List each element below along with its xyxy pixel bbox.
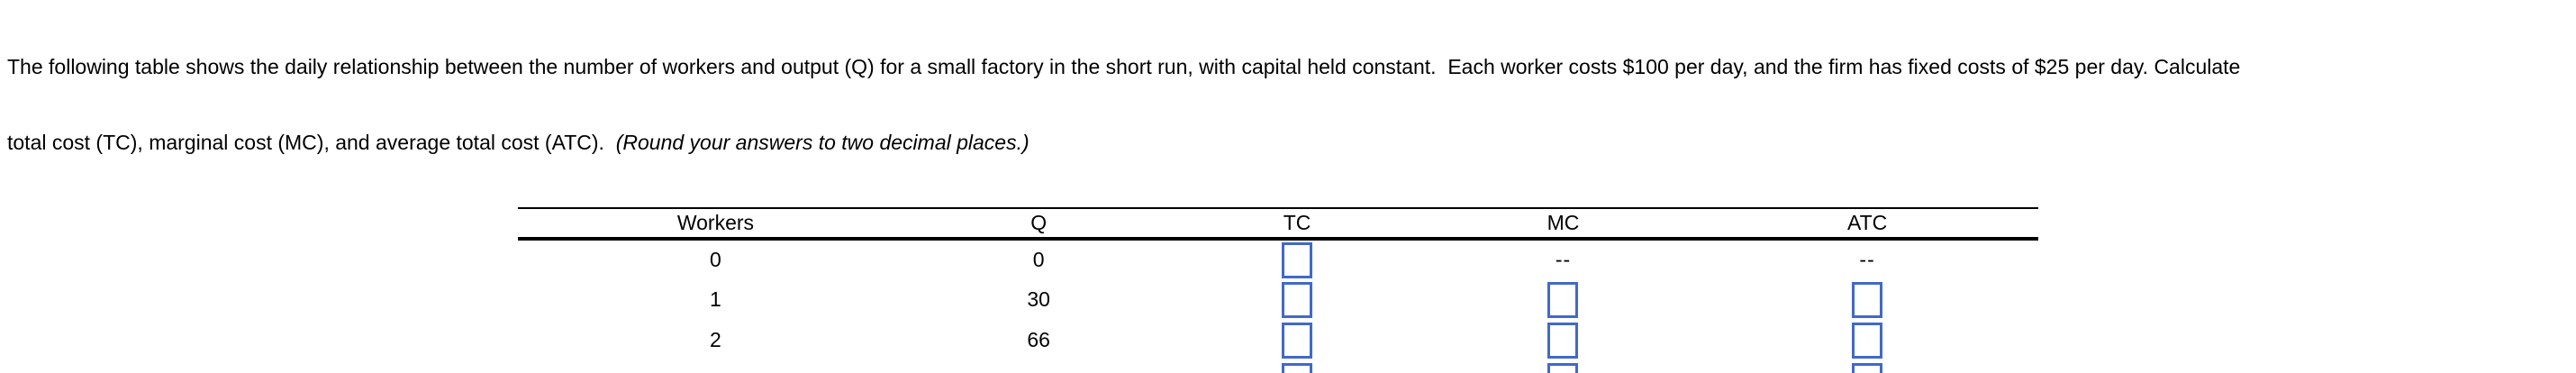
atc-dash-cell: -- (1859, 248, 1875, 271)
mc-input-row2[interactable] (1547, 322, 1579, 359)
q-cell: 30 (1027, 287, 1050, 311)
atc-input-row1[interactable] (1852, 281, 1883, 318)
problem-text-line2-normal: total cost (TC), marginal cost (MC), and… (7, 131, 616, 154)
mc-input-row1[interactable] (1547, 281, 1579, 318)
cost-table-header: Workers Q TC MC ATC (518, 207, 2038, 241)
cost-table: Workers Q TC MC ATC 0 0 -- -- 1 30 2 66 (518, 207, 2038, 373)
cost-table-body: 0 0 -- -- 1 30 2 66 3 106 4 (518, 239, 2038, 373)
workers-cell: 3 (518, 360, 913, 373)
atc-input-row3[interactable] (1852, 362, 1883, 373)
problem-text-line2: total cost (TC), marginal cost (MC), and… (7, 130, 2569, 155)
q-cell: 66 (1027, 328, 1050, 351)
mc-cell (1430, 279, 1696, 320)
header-row: Workers Q TC MC ATC (518, 207, 2038, 241)
rounding-note: (Round your answers to two decimal place… (615, 131, 1029, 154)
atc-cell (1696, 360, 2038, 373)
tc-input-row1[interactable] (1282, 281, 1313, 318)
table-row-3: 3 106 (518, 360, 2038, 373)
col-header-tc: TC (1164, 207, 1430, 241)
tc-input-row2[interactable] (1282, 322, 1313, 359)
col-header-atc: ATC (1696, 207, 2038, 241)
mc-cell (1430, 360, 1696, 373)
col-header-workers: Workers (518, 207, 913, 241)
tc-cell (1164, 239, 1429, 279)
tc-input-row0[interactable] (1282, 241, 1313, 278)
tc-cell (1164, 279, 1429, 320)
table-row-2: 2 66 (518, 320, 2038, 360)
atc-cell (1696, 279, 2038, 320)
table-row-0: 0 0 -- -- (518, 239, 2038, 279)
q-cell: 0 (1032, 248, 1045, 271)
workers-cell: 1 (710, 287, 721, 311)
problem-text-line1: The following table shows the daily rela… (7, 55, 2241, 78)
tc-input-row3[interactable] (1282, 362, 1313, 373)
atc-input-row2[interactable] (1852, 322, 1883, 359)
workers-cell: 2 (710, 328, 721, 351)
table-row-1: 1 30 (518, 279, 2038, 320)
q-cell: 106 (913, 360, 1165, 373)
problem-statement: The following table shows the daily rela… (0, 0, 2576, 180)
col-header-q: Q (912, 207, 1165, 241)
mc-dash-cell: -- (1555, 248, 1572, 271)
workers-cell: 0 (710, 248, 721, 271)
tc-cell (1164, 320, 1429, 360)
atc-cell (1696, 320, 2038, 360)
col-header-mc: MC (1429, 207, 1697, 241)
mc-cell (1430, 320, 1696, 360)
tc-cell (1164, 360, 1429, 373)
mc-input-row3[interactable] (1547, 362, 1579, 373)
